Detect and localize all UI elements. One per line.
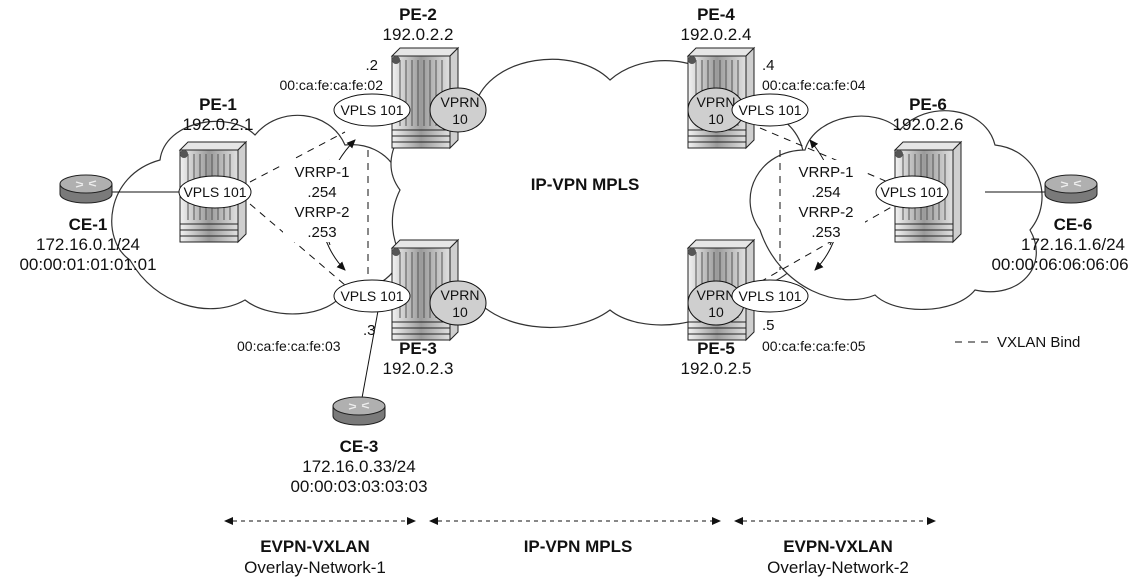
legend: VXLAN Bind <box>955 334 1080 351</box>
pe1-vpls: VPLS 101 <box>178 175 252 209</box>
pe2-mac: 00:ca:fe:ca:fe:02 <box>279 77 383 93</box>
pe6-vpls: VPLS 101 <box>875 175 949 209</box>
legend-vxlan-label: VXLAN Bind <box>997 334 1080 351</box>
svg-text:VPLS 101: VPLS 101 <box>738 102 801 118</box>
vrrp-right-labels: VRRP-1 .254 VRRP-2 .253 <box>787 160 865 242</box>
domain3-title: EVPN-VXLAN <box>783 537 893 556</box>
domain1-title: EVPN-VXLAN <box>260 537 370 556</box>
pe3-ip: 192.0.2.3 <box>383 359 454 378</box>
pe5-name: PE-5 <box>697 339 735 358</box>
pe1-name: PE-1 <box>199 95 237 114</box>
ce3-mac: 00:00:03:03:03:03 <box>290 477 427 496</box>
domain3-subtitle: Overlay-Network-2 <box>767 558 909 577</box>
ce6-mac: 00:00:06:06:06:06 <box>991 255 1128 274</box>
ce3-name: CE-3 <box>340 437 379 456</box>
pe6-ip: 192.0.2.6 <box>893 115 964 134</box>
svg-text:VPLS 101: VPLS 101 <box>340 102 403 118</box>
ce1-mac: 00:00:01:01:01:01 <box>19 255 156 274</box>
svg-text:.254: .254 <box>307 184 336 201</box>
ce3-router-icon <box>332 396 386 426</box>
pe4-ip: 192.0.2.4 <box>681 25 752 44</box>
svg-text:.254: .254 <box>811 184 840 201</box>
ce6-router-icon <box>1044 174 1098 204</box>
svg-text:VRRP-2: VRRP-2 <box>798 204 853 221</box>
svg-text:VRRP-1: VRRP-1 <box>294 164 349 181</box>
pe5-mac: 00:ca:fe:ca:fe:05 <box>762 338 866 354</box>
svg-text:VPLS 101: VPLS 101 <box>880 184 943 200</box>
ce6-ip: 172.16.1.6/24 <box>1021 235 1125 254</box>
pe3-name: PE-3 <box>399 339 437 358</box>
pe2-name: PE-2 <box>399 5 437 24</box>
pe2-services: VPRN 10 VPLS 101 <box>333 87 487 133</box>
svg-text:.253: .253 <box>811 224 840 241</box>
pe4-suffix: .4 <box>762 57 775 74</box>
ce6-name: CE-6 <box>1054 215 1093 234</box>
pe4-mac: 00:ca:fe:ca:fe:04 <box>762 77 866 93</box>
ce1-ip: 172.16.0.1/24 <box>36 235 140 254</box>
pe1-ip: 192.0.2.1 <box>183 115 254 134</box>
domain2-title: IP-VPN MPLS <box>524 537 633 556</box>
pe3-services: VPRN 10 VPLS 101 <box>333 279 487 326</box>
pe2-ip: 192.0.2.2 <box>383 25 454 44</box>
svg-text:.253: .253 <box>307 224 336 241</box>
cloud-label: IP-VPN MPLS <box>531 175 640 194</box>
svg-text:VPRN: VPRN <box>697 287 736 303</box>
svg-text:VPLS 101: VPLS 101 <box>340 288 403 304</box>
pe5-ip: 192.0.2.5 <box>681 359 752 378</box>
svg-text:10: 10 <box>452 111 468 127</box>
pe4-services: VPRN 10 VPLS 101 <box>687 87 809 133</box>
pe5-suffix: .5 <box>762 317 775 334</box>
pe3-suffix: .3 <box>363 322 376 339</box>
svg-text:VPRN: VPRN <box>441 287 480 303</box>
svg-text:10: 10 <box>708 111 724 127</box>
ce1-name: CE-1 <box>69 215 108 234</box>
svg-text:VRRP-2: VRRP-2 <box>294 204 349 221</box>
svg-text:VRRP-1: VRRP-1 <box>798 164 853 181</box>
pe5-services: VPRN 10 VPLS 101 <box>687 279 809 326</box>
ce3-link <box>361 299 381 399</box>
ce3-ip: 172.16.0.33/24 <box>302 457 415 476</box>
svg-text:VPLS 101: VPLS 101 <box>183 184 246 200</box>
vxlan-binds <box>249 127 896 286</box>
pe3-mac: 00:ca:fe:ca:fe:03 <box>237 338 341 354</box>
ce1-router-icon <box>59 174 113 204</box>
pe6-name: PE-6 <box>909 95 947 114</box>
svg-text:VPLS 101: VPLS 101 <box>738 288 801 304</box>
pe4-name: PE-4 <box>697 5 735 24</box>
pe2-suffix: .2 <box>365 57 378 74</box>
svg-text:10: 10 <box>452 304 468 320</box>
svg-text:VPRN: VPRN <box>697 94 736 110</box>
svg-text:VPRN: VPRN <box>441 94 480 110</box>
vrrp-left-labels: VRRP-1 .254 VRRP-2 .253 <box>283 160 361 242</box>
svg-text:10: 10 <box>708 304 724 320</box>
domain1-subtitle: Overlay-Network-1 <box>244 558 386 577</box>
